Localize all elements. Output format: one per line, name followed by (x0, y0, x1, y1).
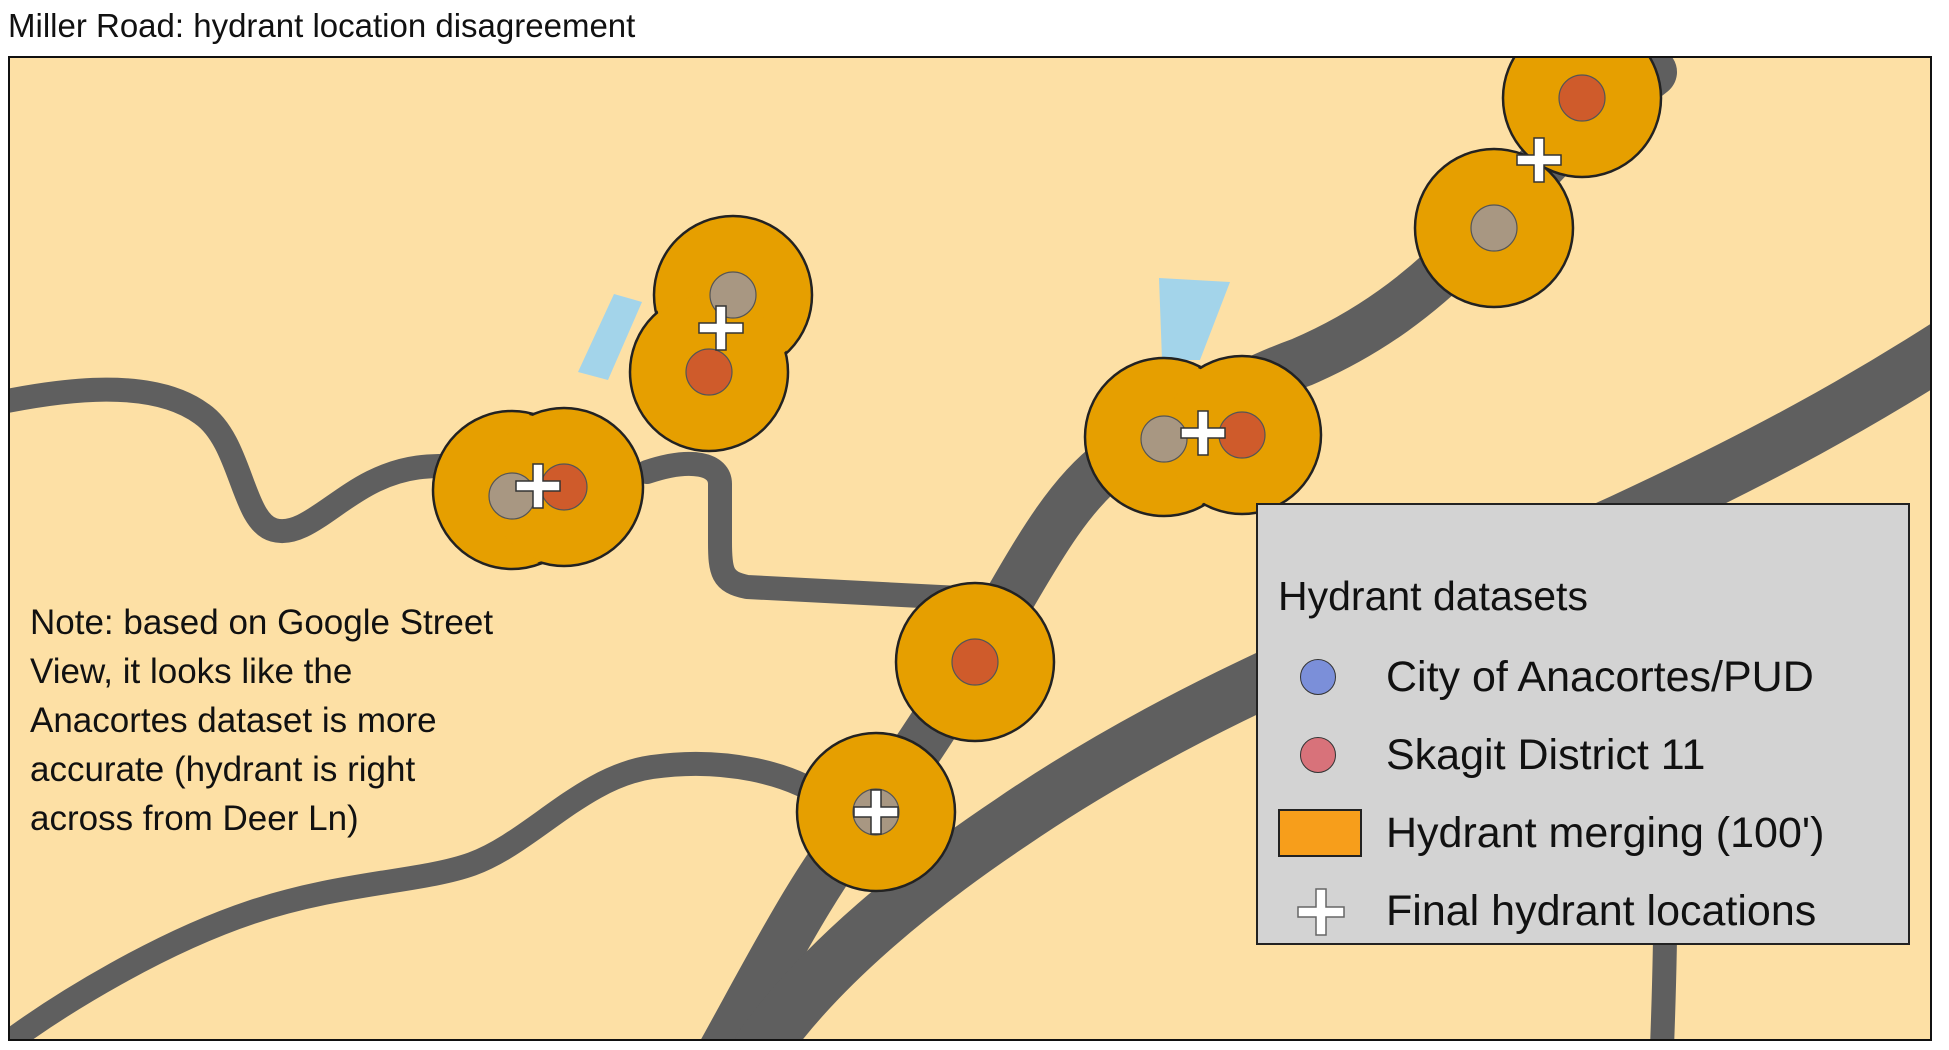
legend-label: Hydrant merging (100') (1386, 809, 1825, 857)
legend-item-final: Final hydrant locations (1258, 881, 1908, 941)
final-hydrant-cross[interactable] (1180, 410, 1226, 456)
anacortes-circle-icon (1300, 659, 1336, 695)
final-hydrant-cross[interactable] (515, 463, 561, 509)
final-hydrant-cross[interactable] (853, 789, 899, 835)
cross-icon (1297, 888, 1345, 936)
merging-rect-icon (1278, 809, 1362, 857)
legend-label: Skagit District 11 (1386, 731, 1706, 779)
map-title: Miller Road: hydrant location disagreeme… (8, 7, 636, 44)
map-note: Note: based on Google Street View, it lo… (30, 603, 494, 838)
legend-title: Hydrant datasets (1278, 573, 1588, 619)
anacortes-hydrant[interactable] (1470, 204, 1518, 252)
skagit-hydrant[interactable] (1218, 411, 1266, 459)
legend-item-skagit: Skagit District 11 (1258, 725, 1908, 785)
anacortes-hydrant[interactable] (1140, 415, 1188, 463)
water-channel-west (578, 294, 642, 380)
road-southwest (10, 751, 842, 1039)
water-channel-east (1159, 278, 1230, 360)
legend-label: City of Anacortes/PUD (1386, 653, 1814, 701)
legend-label: Final hydrant locations (1386, 887, 1817, 935)
road-connector (635, 451, 972, 610)
legend-item-merging: Hydrant merging (100') (1258, 803, 1908, 863)
skagit-hydrant[interactable] (1558, 74, 1606, 122)
skagit-hydrant[interactable] (951, 638, 999, 686)
map-legend: Hydrant datasets City of Anacortes/PUD S… (1256, 503, 1910, 945)
anacortes-hydrant[interactable] (488, 472, 536, 520)
final-hydrant-cross[interactable] (698, 305, 744, 351)
road-west-curve (10, 377, 524, 544)
skagit-circle-icon (1300, 737, 1336, 773)
skagit-hydrant[interactable] (685, 348, 733, 396)
legend-item-anacortes: City of Anacortes/PUD (1258, 647, 1908, 707)
final-hydrant-cross[interactable] (1516, 137, 1562, 183)
